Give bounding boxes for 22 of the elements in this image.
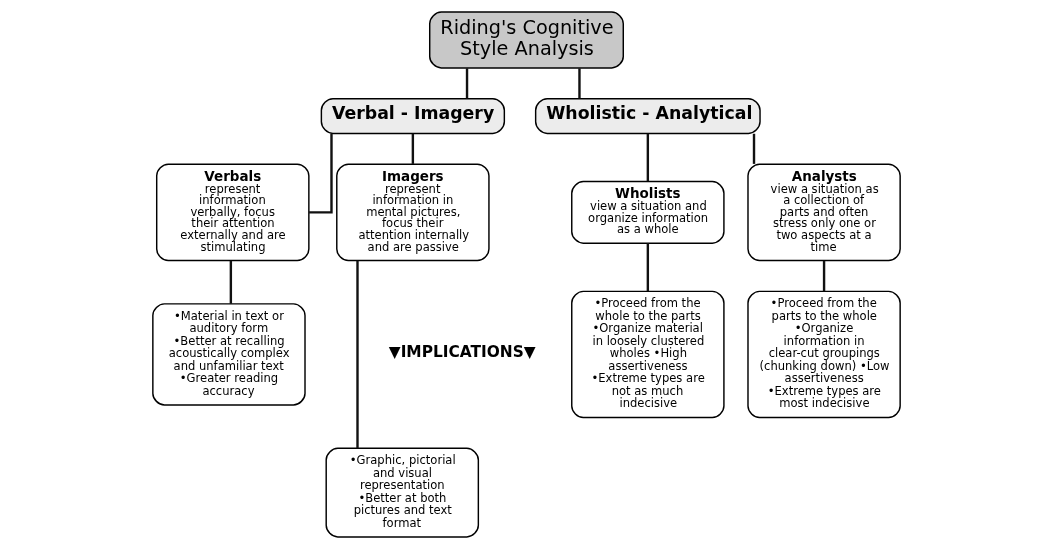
node-box: Riding's Cognitive Style Analysis [429,11,624,69]
label: ▼IMPLICATIONS▼ [388,343,536,362]
node-box: Verbals represent information verbally, focus their attention externally and are stimulating [156,163,310,262]
node-box: •Material in text or auditory form •Better at recalling acoustically complex and unfamiliar text •Greater reading accuracy [152,303,306,406]
connector [411,133,415,164]
connector [356,260,359,449]
connector [309,133,333,214]
connector [465,68,469,99]
node-box: Imagers represent information in mental pictures, focus their attention internally and are passive [336,163,490,262]
node-box: •Proceed from the parts to the whole •Organize information in clear-cut groupings (chunking down) •Low assertiveness •Extreme types are most indecisive [747,290,901,419]
connector [822,260,826,292]
connector [646,133,650,182]
node-box: •Proceed from the whole to the parts •Organize material in loosely clustered wholes •High assertiveness •Extreme types are not as much indecisive [571,290,725,419]
connector [578,68,581,99]
node-box: Verbal - Imagery [320,98,506,135]
node-box: •Graphic, pictorial and visual representation •Better at both pictures and text format [325,447,480,538]
node-box: Wholistic - Analytical [534,98,761,135]
node-box: Analysts view a situation as a collection of parts and often stress only one or two aspects at a time [747,163,901,262]
connector [646,243,650,292]
node-box: Wholists view a situation and organize information as a whole [571,180,725,244]
connector [752,133,756,164]
connector [229,260,233,304]
